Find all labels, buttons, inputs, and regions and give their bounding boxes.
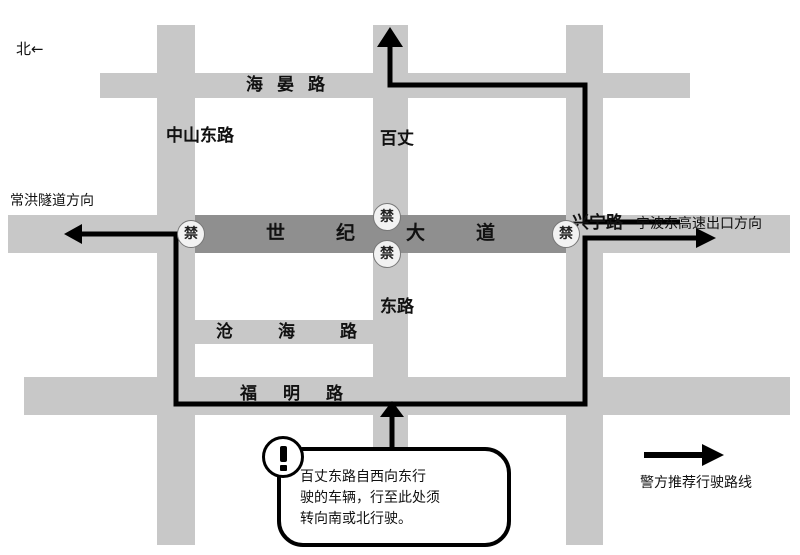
north-label: 北 [16, 40, 32, 58]
road-label-baizhang-north: 百丈 [380, 129, 414, 149]
road-fuming [24, 377, 790, 415]
no-entry-marker-baizhang-north: 禁 [373, 203, 401, 231]
route-south-loop [389, 235, 699, 448]
direction-west-label: 常洪隧道方向 [10, 193, 94, 209]
north-indicator: 北← [16, 42, 44, 57]
no-entry-marker-zhongshan: 禁 [177, 220, 205, 248]
arrow-head-east [696, 228, 716, 248]
notice-line-2: 驶的车辆，行至此处须 [300, 490, 440, 506]
road-label-baizhang-south: 东路 [380, 297, 414, 317]
no-entry-marker-baizhang-south: 禁 [373, 240, 401, 268]
recommended-route [78, 45, 699, 448]
route-arrowheads [64, 27, 716, 417]
notice-line-1: 百丈东路自西向东行 [300, 469, 426, 485]
road-label-baizhang-dong: 东路 [380, 282, 414, 332]
no-entry-marker-xingning: 禁 [552, 220, 580, 248]
road-label-baizhang: 百丈 [380, 116, 414, 162]
road-label-fuming: 福明路 [240, 384, 369, 404]
road-label-haiyan: 海晏路 [246, 75, 339, 95]
road-label-shiji-dadao: 世纪大道 [266, 222, 547, 244]
road-label-xingning-text: 兴宁路 [572, 178, 623, 268]
road-label-zhongshan-text: 中山东路 [166, 126, 234, 146]
arrow-head-north [377, 27, 403, 47]
notice-box [277, 447, 511, 547]
direction-east-label: 宁波东高速出口方向 [636, 216, 762, 232]
route-west-loop [78, 231, 392, 407]
road-label-canghai: 沧海路 [216, 322, 402, 342]
exclamation-icon [262, 436, 304, 478]
arrow-head-west [64, 224, 82, 244]
arrow-left-icon: ← [31, 40, 44, 58]
notice-line-3: 转向南或北行驶。 [300, 511, 412, 527]
legend-arrow [644, 444, 724, 466]
legend-label: 警方推荐行驶路线 [640, 475, 752, 491]
arrow-head-south-entry [380, 401, 404, 417]
route-north-loop [387, 45, 680, 225]
notice-text: 百丈东路自西向东行 驶的车辆，行至此处须 转向南或北行驶。 [300, 467, 500, 530]
road-canghai [195, 320, 373, 344]
road-label-xingning: 兴宁路 [572, 178, 623, 268]
road-label-zhongshan-dong: 中山东路 [166, 100, 234, 173]
